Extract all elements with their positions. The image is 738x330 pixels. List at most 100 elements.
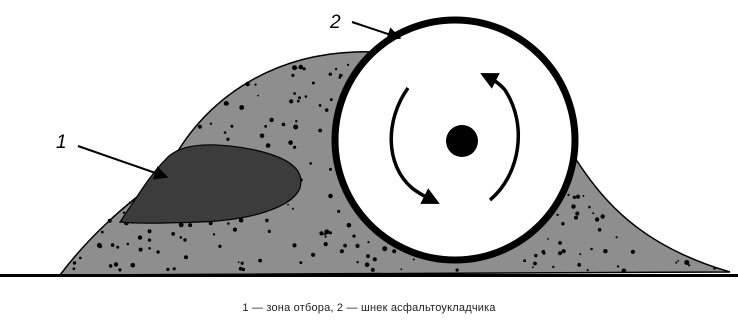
speckle [329,73,332,76]
speckle [108,219,112,223]
speckle [558,241,562,245]
label-zone-number: 1 [56,132,67,153]
speckle [328,194,333,199]
speckle [574,216,578,220]
speckle [109,264,113,268]
speckle [179,223,184,228]
speckle [352,235,355,238]
speckle [127,243,130,246]
speckle [218,245,221,248]
speckle [148,229,152,233]
speckle [329,168,332,171]
speckle [325,108,329,112]
speckle [293,92,296,95]
speckle [198,125,202,129]
speckle [523,259,526,262]
speckle [299,65,304,70]
speckle [582,195,584,197]
speckle [595,217,599,221]
speckle [298,96,301,99]
speckle [561,222,564,225]
speckle [123,212,125,214]
speckle [347,223,352,228]
speckle [171,232,175,236]
speckle [318,129,322,133]
speckle [355,244,359,248]
speckle [114,262,118,266]
speckle [324,229,329,234]
speckle [592,212,594,214]
speckle [552,266,554,268]
speckle [156,250,159,253]
speckle [282,123,286,127]
speckle [188,223,192,227]
speckle [297,100,300,103]
speckle [238,261,240,263]
speckle [590,248,593,251]
speckle [325,236,327,238]
speckle [224,131,227,134]
speckle [366,254,370,258]
speckle [677,260,679,262]
speckle [367,241,369,243]
speckle [213,233,215,235]
speckle [330,98,333,101]
speckle [576,195,580,199]
speckle [184,255,188,259]
speckle [116,246,119,249]
speckle [335,68,337,70]
speckle [340,249,344,253]
speckle [73,261,76,264]
speckle [319,104,322,107]
speckle [268,230,271,233]
speckle [173,267,176,270]
speckle [309,162,312,165]
speckle [239,105,244,110]
speckle [311,253,315,257]
speckle [233,228,237,232]
speckle [312,82,315,85]
leader-line-auger [352,22,400,38]
speckle [265,219,269,223]
speckle [292,243,296,247]
speckle [338,76,341,79]
speckle [413,258,415,260]
speckle [631,250,635,254]
speckle [571,204,575,208]
label-auger-number: 2 [329,12,341,33]
speckle [148,247,151,250]
speckle [532,266,534,268]
speckle [684,260,689,265]
speckle [227,103,229,105]
speckle [675,262,677,264]
speckle [210,123,212,125]
speckle [180,236,183,239]
speckle [226,138,229,141]
speckle [166,268,169,271]
speckle [562,249,566,253]
speckle [588,206,591,209]
speckle [601,214,605,218]
speckle [533,262,537,266]
speckle [556,214,558,216]
speckle [579,253,581,255]
speckle [73,267,76,270]
speckle [239,267,243,271]
speckle [289,99,293,103]
speckle [324,242,328,246]
speckle [139,248,143,252]
speckle [264,125,267,128]
speckle [603,249,607,253]
speckle [542,250,546,254]
speckle [79,257,82,260]
speckle [245,82,250,87]
speckle [260,134,265,139]
speckle [573,196,576,199]
speckle [118,268,121,271]
speckle [356,261,358,263]
speckle [291,74,294,77]
speckle [305,95,308,98]
speckle [288,140,293,145]
speckle [587,269,589,271]
